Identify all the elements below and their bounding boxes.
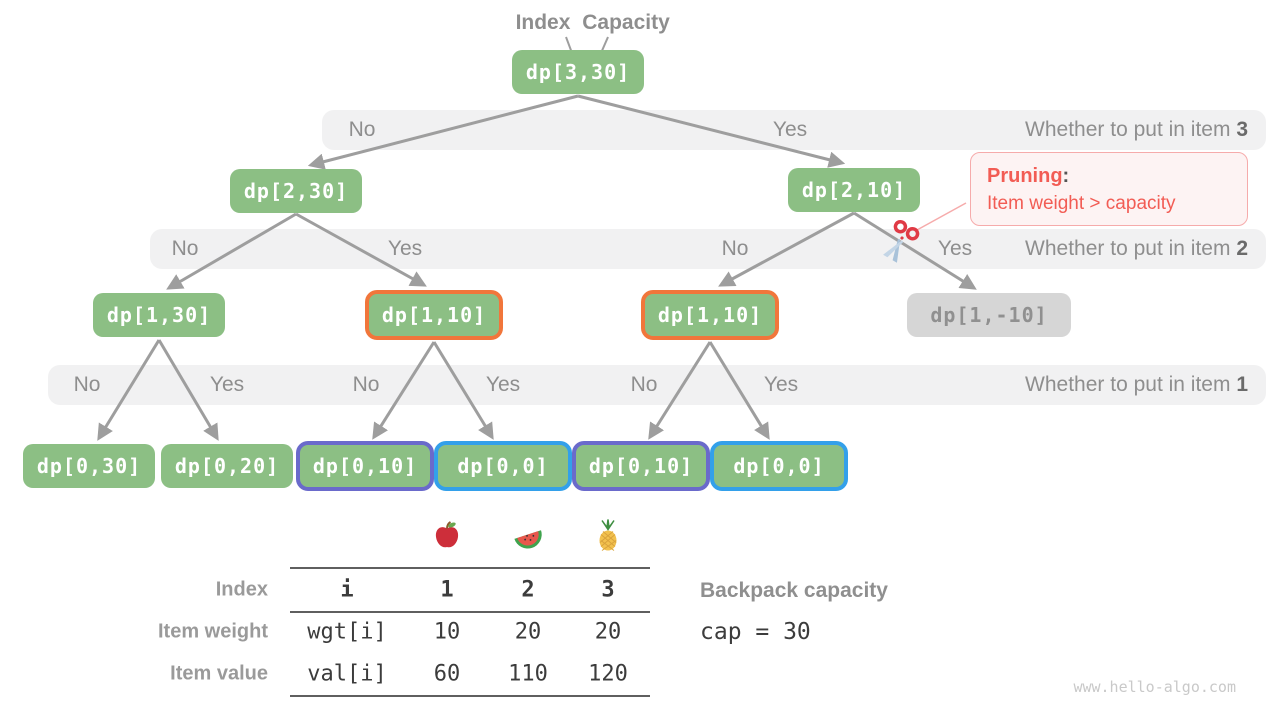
node-dp-1-10-b: dp[1,10] bbox=[641, 290, 779, 340]
cell-val-3: 120 bbox=[588, 661, 628, 687]
choice-label-no: No bbox=[352, 373, 380, 396]
node-dp-1-neg10-pruned: dp[1,-10] bbox=[907, 293, 1071, 337]
edge-1-30-yes bbox=[157, 339, 219, 441]
cell-1: 1 bbox=[440, 577, 454, 603]
cell-2: 2 bbox=[521, 577, 535, 603]
node-dp-0-20: dp[0,20] bbox=[161, 444, 293, 488]
node-dp-3-30: dp[3,30] bbox=[512, 50, 644, 94]
watermark: www.hello-algo.com bbox=[1073, 678, 1236, 696]
edge-2-30-no bbox=[166, 212, 297, 290]
band-question: Whether to put in item 2 bbox=[1025, 237, 1248, 260]
pineapple-icon bbox=[593, 519, 623, 558]
choice-label-yes: Yes bbox=[387, 237, 423, 260]
edge-1-10a-no bbox=[372, 341, 436, 440]
cell-wgt-3: 20 bbox=[594, 619, 622, 645]
node-dp-1-30: dp[1,30] bbox=[93, 293, 225, 337]
decision-band-item-3: No Yes Whether to put in item 3 bbox=[322, 110, 1266, 150]
row-label-index: Index bbox=[215, 578, 268, 601]
choice-label-no: No bbox=[171, 237, 199, 260]
node-dp-0-10-a: dp[0,10] bbox=[296, 441, 434, 491]
pruning-body: Item weight > capacity bbox=[987, 193, 1176, 214]
item-table: Index Item weight Item value i 1 2 3 wgt… bbox=[158, 515, 677, 705]
node-dp-1-10-a: dp[1,10] bbox=[365, 290, 503, 340]
edge-2-10-yes-pruned bbox=[853, 211, 977, 290]
node-dp-2-10: dp[2,10] bbox=[788, 168, 920, 212]
node-dp-0-10-b: dp[0,10] bbox=[572, 441, 710, 491]
choice-label-no: No bbox=[721, 237, 749, 260]
pruning-callout: Pruning: Item weight > capacity bbox=[970, 152, 1248, 226]
apple-icon bbox=[431, 520, 463, 557]
table-rule-bottom bbox=[290, 695, 650, 697]
choice-label-no: No bbox=[630, 373, 658, 396]
table-rule-middle bbox=[290, 611, 650, 613]
cell-i: i bbox=[340, 577, 354, 603]
watermelon-icon bbox=[511, 523, 545, 558]
node-dp-2-30: dp[2,30] bbox=[230, 169, 362, 213]
edge-1-10b-no bbox=[648, 341, 712, 440]
cell-val-1: 60 bbox=[433, 661, 461, 687]
choice-label-no: No bbox=[73, 373, 101, 396]
cell-val-2: 110 bbox=[508, 661, 548, 687]
band-question: Whether to put in item 1 bbox=[1025, 373, 1248, 396]
backpack-capacity-label: Backpack capacity bbox=[700, 579, 888, 602]
index-annotation: Index bbox=[515, 11, 571, 34]
table-rule-top bbox=[290, 567, 650, 569]
cell-wgt-2: 20 bbox=[514, 619, 542, 645]
choice-label-yes: Yes bbox=[485, 373, 521, 396]
edge-2-30-yes bbox=[295, 212, 427, 287]
choice-label-yes: Yes bbox=[772, 118, 808, 141]
cell-wgt-1: 10 bbox=[433, 619, 461, 645]
row-label-weight: Item weight bbox=[157, 620, 268, 643]
choice-label-no: No bbox=[348, 118, 376, 141]
node-dp-0-0-a: dp[0,0] bbox=[434, 441, 572, 491]
pruning-connector-line bbox=[916, 202, 967, 231]
row-label-value: Item value bbox=[170, 662, 268, 685]
node-dp-0-0-b: dp[0,0] bbox=[710, 441, 848, 491]
edge-root-no bbox=[307, 94, 579, 170]
choice-label-yes: Yes bbox=[209, 373, 245, 396]
cell-val: val[i] bbox=[307, 661, 387, 687]
capacity-annotation: Capacity bbox=[582, 11, 670, 34]
edge-root-yes bbox=[577, 94, 846, 168]
node-dp-0-30: dp[0,30] bbox=[23, 444, 155, 488]
cell-wgt: wgt[i] bbox=[307, 619, 387, 645]
edge-1-10b-yes bbox=[708, 341, 770, 440]
edge-1-10a-yes bbox=[432, 341, 494, 440]
band-question: Whether to put in item 3 bbox=[1025, 118, 1248, 141]
choice-label-yes: Yes bbox=[763, 373, 799, 396]
edge-2-10-no bbox=[718, 211, 855, 287]
backpack-capacity-code: cap = 30 bbox=[700, 619, 811, 645]
pruning-title: Pruning bbox=[987, 165, 1063, 187]
cell-3: 3 bbox=[601, 577, 615, 603]
choice-label-yes: Yes bbox=[937, 237, 973, 260]
decision-band-item-1: No Yes No Yes No Yes Whether to put in i… bbox=[48, 365, 1266, 405]
edge-1-30-no bbox=[97, 339, 161, 441]
